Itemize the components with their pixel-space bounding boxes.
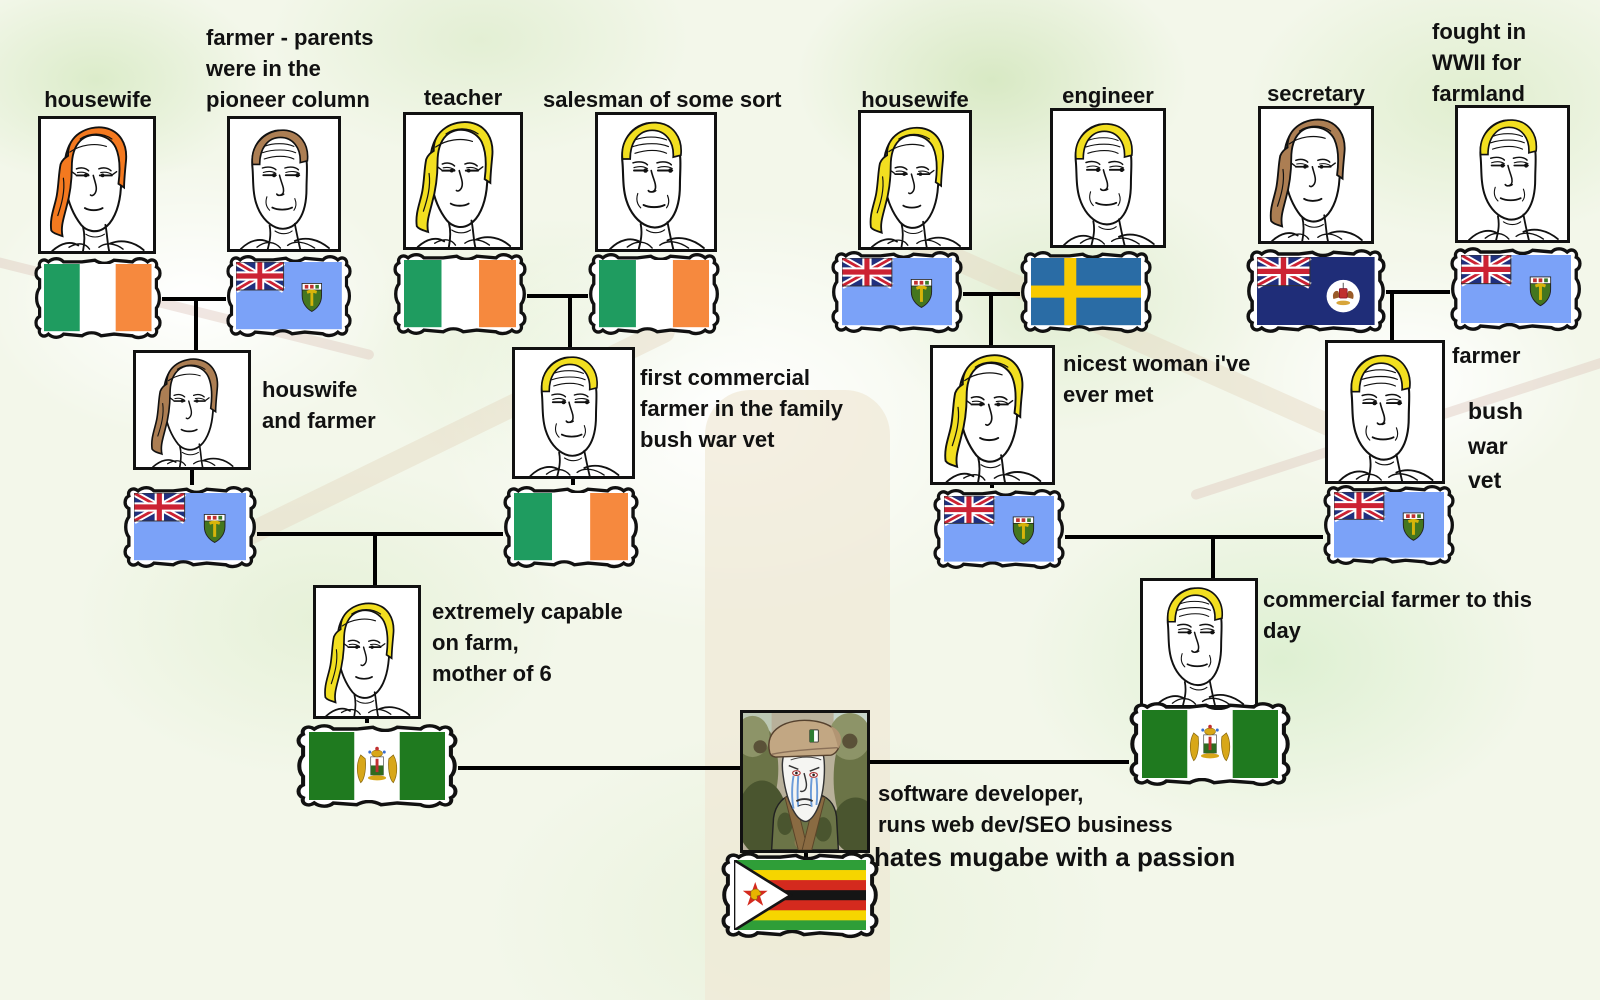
rhodesia-flag bbox=[133, 493, 247, 561]
portrait-grandmother-1 bbox=[133, 350, 251, 470]
portrait-father bbox=[1140, 578, 1258, 708]
flag-rhodesia-grandmother-2 bbox=[933, 488, 1065, 570]
portrait-grandmother-2 bbox=[930, 345, 1055, 485]
label-great-grandfather-1: farmer - parents were in the pioneer col… bbox=[206, 25, 374, 113]
female-wojak-illustration bbox=[944, 354, 1042, 482]
flag-ireland-great-grandmother-2 bbox=[393, 252, 527, 336]
flag-rhodesia-great-grandfather-1 bbox=[226, 254, 352, 338]
female-wojak-illustration bbox=[49, 126, 145, 251]
flag-ireland-great-grandmother-1 bbox=[34, 256, 162, 340]
portrait-grandfather-2 bbox=[1325, 340, 1445, 484]
rhodesia-flag bbox=[1460, 254, 1572, 324]
label-great-grandfather-3: engineer bbox=[1062, 83, 1154, 108]
label2-grandfather-2: bush war vet bbox=[1468, 398, 1523, 493]
flag-zimbabwe-self bbox=[721, 851, 879, 939]
rhodesia-flag bbox=[1333, 492, 1445, 558]
male-wojak-illustration bbox=[1467, 119, 1559, 240]
male-wojak-illustration bbox=[1063, 123, 1155, 245]
flag-rhodesia-grandfather-2 bbox=[1323, 484, 1455, 566]
flag-rhodesia_green-father bbox=[1129, 701, 1291, 787]
male-wojak-illustration bbox=[1338, 354, 1434, 481]
portrait-great-grandfather-3 bbox=[1050, 108, 1166, 248]
flag-sweden-great-grandfather-3 bbox=[1020, 250, 1152, 334]
label-mother: extremely capable on farm, mother of 6 bbox=[432, 599, 623, 687]
ireland-flag bbox=[403, 260, 517, 328]
male-wojak-illustration bbox=[609, 121, 705, 249]
portrait-great-grandfather-2 bbox=[595, 112, 717, 252]
navy_ensign-flag bbox=[1257, 256, 1375, 326]
label-great-grandmother-3: housewife bbox=[861, 87, 969, 112]
female-wojak-illustration bbox=[324, 602, 411, 716]
label-great-grandfather-4: fought in WWII for farmland bbox=[1432, 19, 1527, 107]
female-wojak-illustration bbox=[869, 126, 961, 247]
rhodesia_green-flag bbox=[308, 731, 446, 801]
portrait-great-grandmother-3 bbox=[858, 110, 972, 250]
portrait-great-grandmother-2 bbox=[403, 112, 523, 250]
male-wojak-illustration bbox=[239, 129, 330, 249]
portrait-grandfather-1 bbox=[512, 347, 635, 479]
ireland-flag bbox=[513, 493, 629, 561]
label-grandmother-2: nicest woman i've ever met bbox=[1063, 351, 1251, 408]
female-wojak-illustration bbox=[415, 121, 512, 247]
male-wojak-illustration bbox=[529, 356, 620, 476]
portrait-self bbox=[740, 710, 870, 853]
flag-rhodesia-great-grandfather-4 bbox=[1450, 246, 1582, 332]
rhodesia_green-flag bbox=[1141, 709, 1279, 779]
label-great-grandmother-2: teacher bbox=[423, 85, 503, 110]
label-grandfather-2: farmer bbox=[1452, 343, 1521, 368]
label-grandfather-1: first commercial farmer in the family bu… bbox=[640, 365, 843, 453]
portrait-great-grandmother-4 bbox=[1258, 106, 1374, 244]
label-father: commercial farmer to this day bbox=[1263, 587, 1532, 644]
portrait-great-grandmother-1 bbox=[38, 116, 156, 254]
flag-navy_ensign-great-grandmother-4 bbox=[1246, 248, 1386, 334]
label-great-grandmother-4: secretary bbox=[1267, 81, 1365, 106]
female-wojak-illustration bbox=[150, 358, 234, 467]
label-great-grandmother-1: housewife bbox=[44, 87, 152, 112]
label2-self: hates mugabe with a passion bbox=[874, 842, 1236, 872]
portrait-great-grandfather-4 bbox=[1455, 105, 1570, 243]
sweden-flag bbox=[1030, 258, 1142, 326]
label-great-grandfather-2: salesman of some sort bbox=[543, 87, 782, 112]
zimbabwe-flag bbox=[733, 859, 867, 931]
flag-rhodesia-grandmother-1 bbox=[123, 485, 257, 569]
ireland-flag bbox=[598, 260, 710, 328]
label-grandmother-1: houswife and farmer bbox=[262, 377, 376, 434]
soldier-wojak-illustration bbox=[743, 713, 867, 850]
female-wojak-illustration bbox=[1269, 118, 1363, 241]
rhodesia-flag bbox=[236, 262, 342, 330]
flag-ireland-great-grandfather-2 bbox=[588, 252, 720, 336]
flag-ireland-grandfather-1 bbox=[503, 485, 639, 569]
ireland-flag bbox=[44, 264, 152, 332]
male-wojak-illustration bbox=[1155, 587, 1245, 705]
portrait-mother bbox=[313, 585, 421, 719]
rhodesia-flag bbox=[841, 258, 953, 326]
flag-rhodesia-great-grandmother-3 bbox=[831, 250, 963, 334]
rhodesia-flag bbox=[943, 496, 1055, 562]
portrait-great-grandfather-1 bbox=[227, 116, 341, 252]
label-self: software developer, runs web dev/SEO bus… bbox=[878, 781, 1173, 838]
flag-rhodesia_green-mother bbox=[296, 723, 458, 809]
